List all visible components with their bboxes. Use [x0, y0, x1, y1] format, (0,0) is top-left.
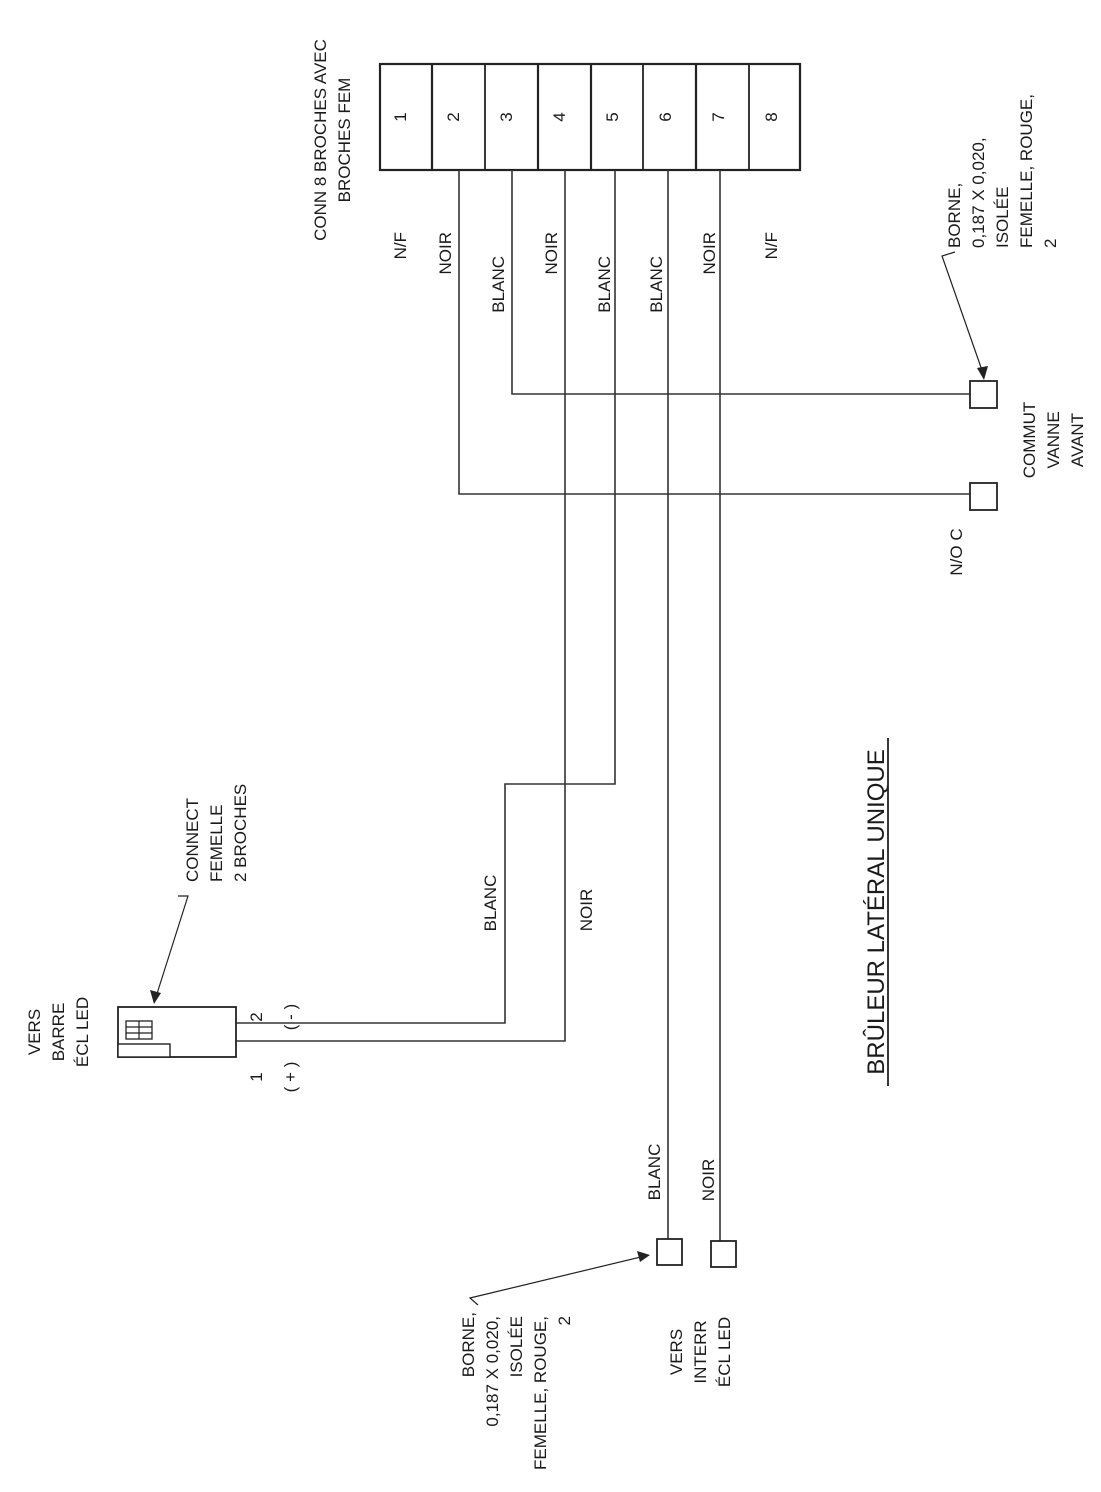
- terminal-top-line1: BORNE,: [945, 183, 964, 248]
- terminal-bottom-arrowhead: [637, 1251, 650, 1262]
- wire-label-pin3: BLANC: [489, 256, 508, 313]
- connector-2-pin2-number: 2: [247, 1012, 266, 1021]
- pin-number-8: 8: [762, 112, 781, 121]
- diagram-title: BRÛLEUR LATÉRAL UNIQUE: [862, 738, 890, 1086]
- valve-switch-terminals: N/O C COMMUT VANNE AVANT: [947, 380, 1087, 576]
- wires: [236, 170, 970, 1241]
- connector-8-title-line2: BROCHES FEM: [335, 78, 354, 203]
- terminal-bottom-line1: BORNE,: [459, 1312, 478, 1377]
- terminal-top-line3: ISOLÉE: [993, 187, 1012, 248]
- connector-2-pin1-number: 1: [247, 1072, 266, 1081]
- led-switch-wire-noir-label: NOIR: [699, 1159, 718, 1202]
- wire-label-pin6: BLANC: [647, 256, 666, 313]
- middle-wire-blanc-label: BLANC: [481, 875, 500, 932]
- terminal-bottom-callout: BORNE, 0,187 X 0,020, ISOLÉE FEMELLE, RO…: [459, 1251, 650, 1470]
- terminal-bottom-leader: [468, 1255, 646, 1306]
- connector-2-pin: 2 ( - ) 1 ( + ): [117, 1004, 300, 1093]
- terminal-top-line2: 0,187 X 0,020,: [969, 137, 988, 248]
- connector-2-callout: CONNECT FEMELLE 2 BROCHES: [150, 784, 250, 1004]
- terminal-top-callout: BORNE, 0,187 X 0,020, ISOLÉE FEMELLE, RO…: [941, 94, 1060, 380]
- terminal-bottom-line3: ISOLÉE: [507, 1316, 526, 1377]
- connector-2-leader: [154, 895, 189, 1001]
- wire-label-pin7: NOIR: [700, 232, 719, 275]
- terminal-top-arrowhead: [977, 366, 988, 380]
- connector-8-pin: 1 2 3 4 5 6 7 8 CONN 8 BROCHES AVEC BROC…: [311, 39, 802, 241]
- wire-label-pin1: N/F: [391, 232, 410, 259]
- led-switch-terminals: BLANC NOIR VERS INTERR ÉCL LED: [645, 1144, 737, 1387]
- connector-8-title-line1: CONN 8 BROCHES AVEC: [311, 39, 330, 241]
- led-bar-label: VERS BARRE ÉCL LED: [25, 997, 92, 1067]
- led-switch-line1: VERS: [667, 1329, 686, 1375]
- terminal-bottom-line5: 2: [555, 1316, 574, 1325]
- pin-number-3: 3: [497, 112, 516, 121]
- valve-switch-line1: COMMUT: [1020, 402, 1039, 478]
- terminal-top-line5: 2: [1041, 239, 1060, 248]
- middle-wire-noir-label: NOIR: [577, 889, 596, 932]
- connector-2-pin1-polarity: ( + ): [281, 1062, 300, 1093]
- valve-terminal-top: [969, 380, 998, 409]
- led-switch-terminal-noir: [710, 1240, 737, 1268]
- wire-label-pin5: BLANC: [595, 256, 614, 313]
- led-switch-line2: INTERR: [691, 1320, 710, 1383]
- wire-label-pin4: NOIR: [542, 232, 561, 275]
- wire-label-pin8: N/F: [762, 232, 781, 259]
- diagram-title-text: BRÛLEUR LATÉRAL UNIQUE: [862, 749, 890, 1074]
- pin-number-1: 1: [391, 112, 410, 121]
- connector-2-pin2-polarity: ( - ): [281, 1004, 300, 1030]
- connector-2-line1: CONNECT: [183, 798, 202, 882]
- pin-number-6: 6: [656, 112, 675, 121]
- pin-number-4: 4: [550, 112, 569, 121]
- valve-switch-line2: VANNE: [1044, 411, 1063, 468]
- led-switch-wire-blanc-label: BLANC: [645, 1144, 664, 1201]
- terminal-top-leader: [941, 251, 985, 377]
- terminal-bottom-line4: FEMELLE, ROUGE,: [531, 1316, 550, 1470]
- valve-terminal-no: [969, 482, 998, 511]
- wire-pin3-to-valve-terminal: [511, 170, 970, 395]
- led-bar-line3: ÉCL LED: [73, 997, 92, 1067]
- connector-2-latch: [117, 1043, 171, 1058]
- led-switch-terminal-blanc: [656, 1238, 683, 1266]
- connector-8-wire-labels: N/F NOIR BLANC NOIR BLANC BLANC NOIR N/F: [391, 232, 781, 313]
- valve-switch-line3: AVANT: [1068, 413, 1087, 467]
- led-bar-line1: VERS: [25, 1009, 44, 1055]
- valve-contact-label: N/O C: [947, 528, 966, 575]
- connector-2-line3: 2 BROCHES: [231, 784, 250, 882]
- wire-pin5-to-led-bar: [236, 170, 616, 1024]
- wire-pin2-to-valve-no: [458, 170, 970, 495]
- wire-label-pin2: NOIR: [436, 232, 455, 275]
- wire-pin4-to-led-bar: [236, 170, 566, 1042]
- pin-number-7: 7: [709, 112, 728, 121]
- terminal-top-line4: FEMELLE, ROUGE,: [1017, 94, 1036, 248]
- led-bar-line2: BARRE: [49, 1003, 68, 1062]
- led-switch-line3: ÉCL LED: [715, 1317, 734, 1387]
- connector-2-line2: FEMELLE: [207, 805, 226, 882]
- pin-number-5: 5: [603, 112, 622, 121]
- pin-number-2: 2: [444, 112, 463, 121]
- terminal-bottom-line2: 0,187 X 0,020,: [483, 1316, 502, 1427]
- connector-2-arrowhead: [150, 990, 161, 1004]
